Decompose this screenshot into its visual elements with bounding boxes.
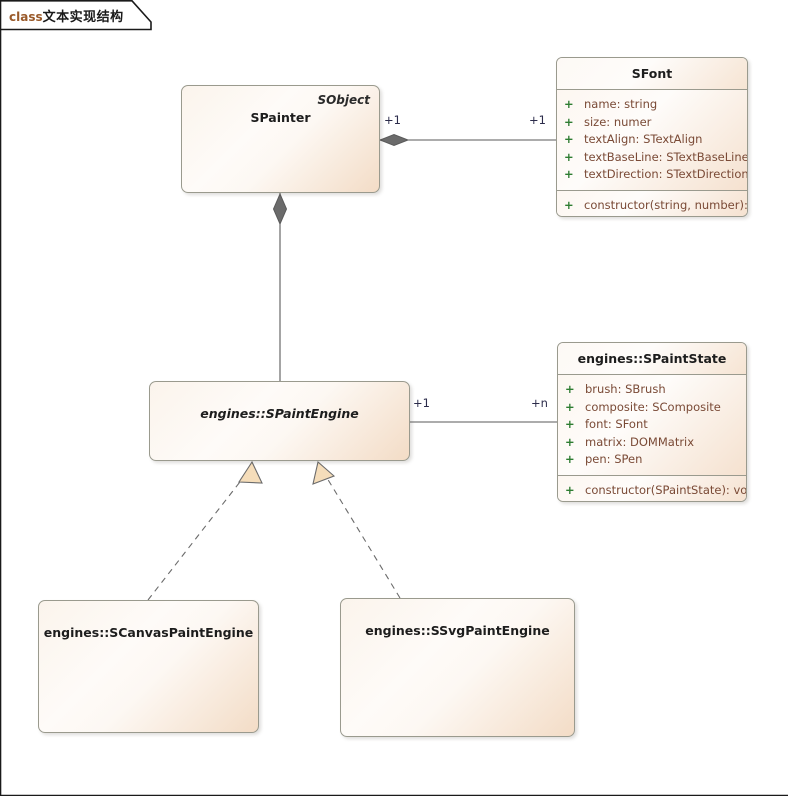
frame-title-text: 文本实现结构 — [42, 10, 124, 25]
operation-row: + constructor(string, number): void — [557, 197, 747, 215]
attribute-signature: textBaseLine: STextBaseLine — [584, 149, 748, 164]
spainter-stereotype: SObject — [317, 93, 370, 107]
visibility-marker: + — [564, 149, 574, 164]
sfont-attributes: + name: string + size: numer + textAlign… — [557, 90, 747, 190]
attribute-signature: composite: SComposite — [585, 399, 721, 414]
multiplicity-engine-state-source: +1 — [413, 396, 430, 410]
spaintengine-class-name: engines::SPaintEngine — [200, 406, 359, 421]
operation-signature: constructor(SPaintState): void — [585, 482, 747, 497]
class-box-sfont[interactable]: SFont + name: string + size: numer + tex… — [556, 57, 748, 217]
multiplicity-painter-font-target: +1 — [529, 113, 546, 127]
frame-keyword: class — [9, 10, 43, 24]
attribute-row: + pen: SPen — [558, 451, 746, 469]
visibility-marker: + — [565, 452, 575, 467]
visibility-marker: + — [564, 132, 574, 147]
attribute-row: + font: SFont — [558, 416, 746, 434]
sfont-class-name: SFont — [557, 58, 747, 90]
visibility-marker: + — [565, 434, 575, 449]
connector-canvas-realization — [147, 460, 263, 601]
sfont-operations: + constructor(string, number): void — [557, 189, 747, 216]
attribute-row: + textDirection: STextDirection — [557, 166, 747, 184]
attribute-signature: brush: SBrush — [585, 382, 666, 396]
attribute-row: + size: numer — [557, 114, 747, 132]
attribute-row: + name: string — [557, 96, 747, 114]
class-box-scanvaspaintengine[interactable]: engines::SCanvasPaintEngine — [38, 600, 259, 733]
visibility-marker: + — [565, 417, 575, 432]
attribute-signature: font: SFont — [585, 417, 648, 432]
visibility-marker: + — [564, 167, 574, 182]
ssvgpaintengine-class-name: engines::SSvgPaintEngine — [365, 623, 550, 638]
attribute-row: + brush: SBrush — [558, 381, 746, 399]
visibility-marker: + — [564, 114, 574, 129]
attribute-signature: pen: SPen — [585, 452, 643, 467]
class-box-ssvgpaintengine[interactable]: engines::SSvgPaintEngine — [340, 598, 575, 737]
spaintstate-operations: + constructor(SPaintState): void — [558, 474, 746, 501]
attribute-row: + textAlign: STextAlign — [557, 131, 747, 149]
visibility-marker: + — [565, 382, 575, 396]
attribute-signature: size: numer — [584, 114, 652, 129]
attribute-signature: textAlign: STextAlign — [584, 132, 703, 147]
class-box-spaintengine[interactable]: engines::SPaintEngine — [149, 381, 410, 461]
operation-row: + constructor(SPaintState): void — [558, 482, 746, 500]
spaintstate-attributes: + brush: SBrush + composite: SComposite … — [558, 375, 746, 475]
visibility-marker: + — [564, 97, 574, 111]
attribute-row: + textBaseLine: STextBaseLine — [557, 149, 747, 167]
frame-title: class文本实现结构 — [9, 6, 124, 25]
visibility-marker: + — [565, 482, 575, 497]
attribute-signature: textDirection: STextDirection — [584, 167, 748, 182]
spainter-class-name: SPainter — [250, 110, 311, 125]
attribute-signature: matrix: DOMMatrix — [585, 434, 695, 449]
visibility-marker: + — [564, 197, 574, 212]
visibility-marker: + — [565, 399, 575, 414]
scanvaspaintengine-class-name: engines::SCanvasPaintEngine — [43, 625, 254, 640]
spaintstate-class-name: engines::SPaintState — [558, 343, 746, 375]
multiplicity-painter-font-source: +1 — [384, 113, 401, 127]
connector-svg-realization — [312, 460, 401, 599]
class-box-spainter[interactable]: SObject SPainter — [181, 85, 380, 193]
attribute-row: + matrix: DOMMatrix — [558, 434, 746, 452]
class-box-spaintstate[interactable]: engines::SPaintState + brush: SBrush + c… — [557, 342, 747, 502]
multiplicity-engine-state-target: +n — [531, 396, 548, 410]
connector-painter-font — [378, 133, 556, 147]
attribute-row: + composite: SComposite — [558, 399, 746, 417]
attribute-signature: name: string — [584, 97, 658, 111]
connector-painter-engine — [272, 192, 288, 381]
operation-signature: constructor(string, number): void — [584, 197, 748, 212]
